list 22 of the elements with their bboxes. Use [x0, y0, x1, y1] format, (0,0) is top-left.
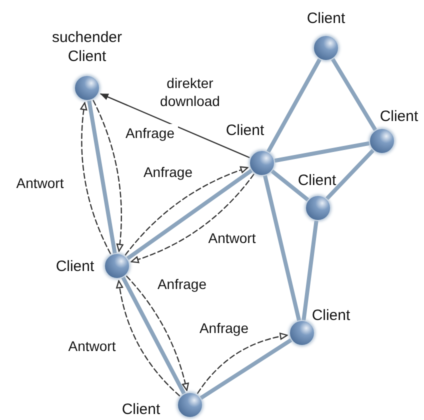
connection-line — [87, 100, 117, 254]
node-label: Client — [310, 306, 352, 325]
connection-line — [274, 142, 370, 162]
connection-line — [200, 338, 292, 400]
node-label: Client — [120, 400, 162, 419]
arrow — [197, 332, 288, 394]
arrow — [80, 102, 112, 254]
connection-line — [302, 220, 318, 322]
node-label: suchender Client — [50, 28, 124, 66]
node-label: Client — [296, 171, 338, 190]
node-label: Client — [306, 9, 346, 28]
node-label: Client — [54, 257, 96, 276]
node-label: Client — [378, 107, 420, 126]
connection-line — [326, 149, 374, 200]
arrow — [92, 100, 124, 252]
connection-line — [331, 58, 377, 131]
arrow — [100, 93, 250, 158]
node-label: Client — [224, 121, 266, 140]
connection-line — [270, 170, 310, 202]
arrow — [116, 280, 180, 396]
connection-line — [266, 58, 322, 153]
connection-line — [263, 174, 301, 322]
